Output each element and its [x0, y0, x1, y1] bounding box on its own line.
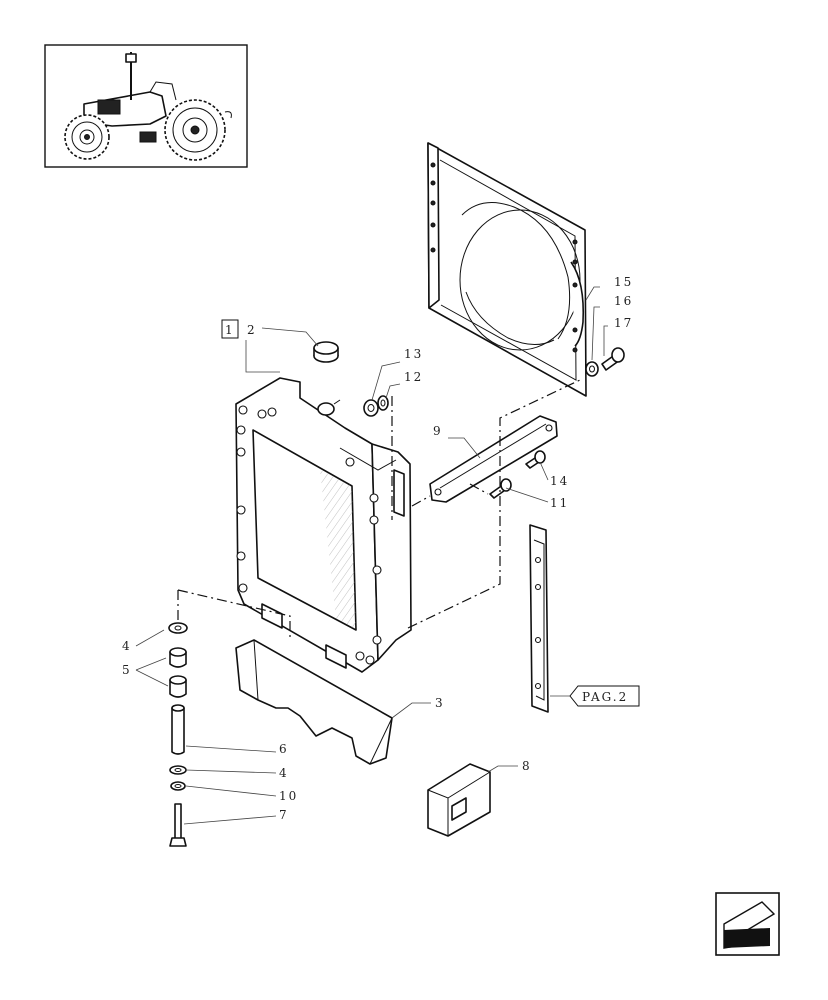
callout-7: 7: [279, 808, 289, 822]
leader-lines: [135, 286, 608, 825]
radiator: [235, 377, 412, 673]
callout-5: 5: [122, 663, 132, 677]
support-bracket: [429, 415, 558, 503]
callout-16: 16: [614, 294, 633, 308]
fan-shroud: [427, 142, 587, 397]
callout-8: 8: [522, 759, 532, 773]
page-reference-label: PAG.2: [582, 690, 628, 704]
shroud-bolt: [601, 347, 625, 371]
seal-ring-12: [377, 395, 389, 411]
shroud-washer: [585, 361, 599, 377]
tractor-thumbnail-icon: [44, 44, 248, 168]
callout-3: 3: [435, 696, 445, 710]
callout-17: 17: [614, 316, 633, 330]
bracket-bolt-11: [489, 478, 512, 499]
callout-13: 13: [404, 347, 423, 361]
side-plate: [529, 524, 549, 713]
callout-2: 2: [247, 323, 257, 337]
callout-labels: 1 2 13 12 15 16 17 9 14 11 3 8 4 5 6 4 1…: [122, 275, 633, 822]
callout-9: 9: [433, 424, 443, 438]
radiator-cap: [313, 341, 339, 363]
callout-box-1: [221, 319, 239, 339]
callout-1: 1: [225, 323, 235, 337]
mount-stack: [168, 622, 188, 847]
rubber-block: [427, 763, 491, 837]
callout-12: 12: [404, 370, 423, 384]
seal-ring-13: [363, 399, 379, 417]
callout-11: 11: [550, 496, 569, 510]
next-page-arrow-icon[interactable]: [715, 892, 780, 956]
callout-15: 15: [614, 275, 633, 289]
callout-4-top: 4: [122, 639, 132, 653]
page-reference[interactable]: PAG.2: [569, 685, 640, 707]
callout-10: 10: [279, 789, 298, 803]
callout-14: 14: [550, 474, 569, 488]
callout-4-bottom: 4: [279, 766, 289, 780]
bracket-bolt-14: [525, 450, 546, 469]
callout-6: 6: [279, 742, 289, 756]
assembly-lines: [177, 379, 581, 640]
lower-cover: [235, 639, 393, 765]
